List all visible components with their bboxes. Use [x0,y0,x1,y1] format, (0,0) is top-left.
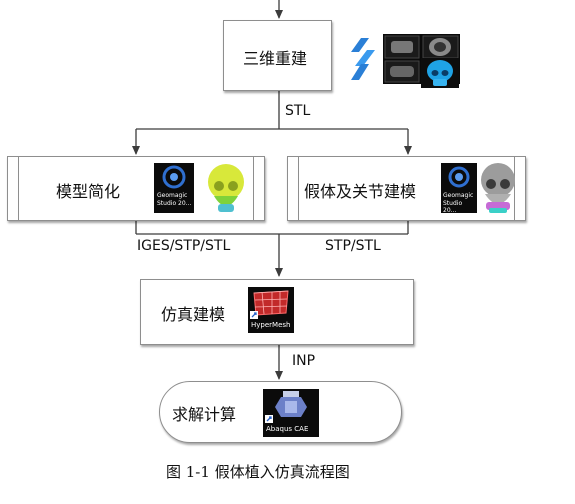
node-solve-label: 求解计算 [172,405,237,424]
geomagic-label-line2: Studio 20... [157,200,192,207]
node-prosthesis-right-bar [514,157,515,220]
blue-skull-render-icon [421,58,459,88]
edge-label-inp: INP [292,353,316,369]
geomagic-app-icon-2: Geomagic Studio 20... [441,163,477,213]
node-prosthesis-left-bar [298,157,299,220]
geomagic-2-label-line1: Geomagic [443,192,474,199]
node-simplify: 模型简化 Geomagic Studio 20... [7,156,265,221]
node-prosthesis-label: 假体及关节建模 [304,182,417,201]
edge-label-iges-stp-stl: IGES/STP/STL [137,238,231,254]
node-simplify-left-bar [18,157,19,220]
node-prosthesis: 假体及关节建模 Geomagic Studio 20... [287,156,526,221]
node-reconstruct-label: 三维重建 [243,49,308,68]
edge-label-stl: STL [285,103,311,119]
node-simplify-label: 模型简化 [56,182,121,201]
node-simplify-right-bar [253,157,254,220]
skull-implant-render-icon [477,160,519,218]
figure-caption: 图 1-1 假体植入仿真流程图 [166,463,350,481]
node-simulate-label: 仿真建模 [161,305,226,324]
geomagic-label-line1: Geomagic [157,192,188,199]
abaqus-label: Abaqus CAE [266,425,309,433]
mimics-logo-icon [349,36,379,84]
hypermesh-app-icon: HyperMesh [248,287,294,333]
geomagic-app-icon: Geomagic Studio 20... [154,163,194,213]
abaqus-app-icon: Abaqus CAE [263,389,319,437]
geomagic-2-label-line2: Studio 20... [443,200,463,213]
yellow-skull-render-icon [204,160,248,216]
node-simulate: 仿真建模 HyperMesh [140,279,414,345]
edge-label-stp-stl: STP/STL [325,238,381,254]
hypermesh-label: HyperMesh [251,321,291,329]
node-solve: 求解计算 Abaqus CAE [159,381,402,443]
node-reconstruct: 三维重建 [223,20,332,91]
